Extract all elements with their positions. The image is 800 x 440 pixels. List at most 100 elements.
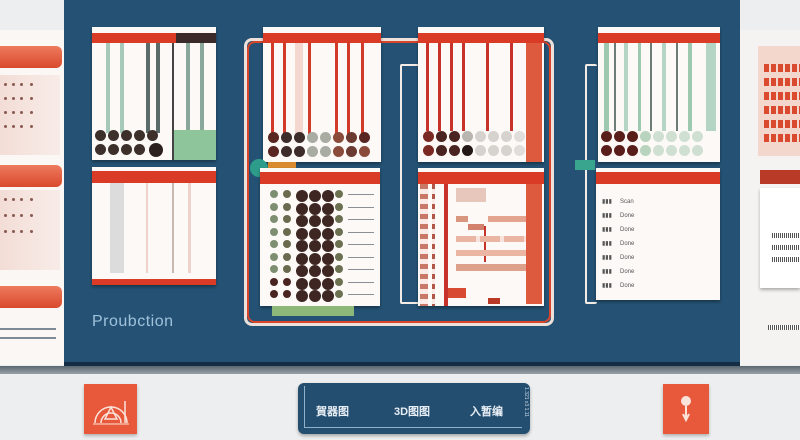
grid-circle <box>322 215 334 227</box>
grid-circle <box>309 227 321 240</box>
chart-button[interactable] <box>84 384 137 434</box>
grid-circle <box>283 265 291 273</box>
grid-circle <box>283 240 291 248</box>
grid-circle <box>296 240 308 252</box>
card-4[interactable] <box>260 168 380 306</box>
grid-circle <box>270 227 278 236</box>
connector-bracket-right <box>585 64 597 304</box>
card-8[interactable]: ▮▮▮Scan ▮▮▮Done ▮▮▮Done ▮▮▮Done ▮▮▮Done ▮▮▮Do… <box>596 168 720 300</box>
grid-circle <box>283 290 291 298</box>
grid-circle <box>296 265 308 277</box>
list-row-status: Done <box>620 283 635 289</box>
grid-circle <box>296 202 308 215</box>
grid-circle <box>335 277 343 286</box>
grid-circle <box>270 202 278 211</box>
card-4-footer-bar <box>272 306 354 316</box>
pin-button[interactable] <box>663 384 709 434</box>
grid-circle <box>296 277 308 290</box>
grid-circle <box>309 277 321 290</box>
connector-frame-outer <box>244 38 554 326</box>
left-panel-dot-grid <box>0 75 60 155</box>
grid-circle <box>335 215 343 223</box>
grid-circle <box>309 240 321 252</box>
card-2[interactable] <box>92 167 216 285</box>
grid-circle <box>309 290 321 302</box>
floor-rail <box>0 366 800 374</box>
grid-circle <box>270 277 278 286</box>
grid-circle <box>283 227 291 236</box>
card-7[interactable] <box>598 27 720 162</box>
card-1[interactable] <box>92 27 216 160</box>
card-5[interactable] <box>418 27 544 162</box>
left-panel-header-bar <box>0 46 62 68</box>
pin-icon <box>681 396 691 423</box>
left-panel-dot-grid-2 <box>0 190 60 270</box>
bottom-nav-panel: 賀器图 3D图图 入暂编 1.321 x3 1.11 <box>298 383 530 434</box>
grid-circle <box>322 252 334 265</box>
grid-circle <box>322 277 334 290</box>
grid-circle <box>322 202 334 215</box>
card-6[interactable] <box>418 168 544 306</box>
grid-circle <box>270 215 278 223</box>
grid-circle <box>283 202 291 211</box>
nav-side-text: 1.321 x3 1.11 <box>523 387 529 417</box>
card-3[interactable] <box>263 27 381 162</box>
connector-chip <box>268 162 296 172</box>
list-row-status: Done <box>620 255 635 261</box>
list-row-status: Done <box>620 241 635 247</box>
grid-circle <box>283 277 291 286</box>
connector-bracket <box>400 64 420 304</box>
left-side-panel <box>0 30 64 365</box>
list-row-status: Done <box>620 213 635 219</box>
left-panel-line <box>0 337 56 339</box>
grid-circle <box>270 265 278 273</box>
grid-circle <box>335 265 343 273</box>
grid-circle <box>270 190 278 198</box>
grid-circle <box>283 190 291 198</box>
grid-circle <box>296 215 308 227</box>
nav-item-3[interactable]: 入暂编 <box>470 406 503 418</box>
connector-frame-red <box>247 41 551 323</box>
grid-circle <box>270 290 278 298</box>
right-side-panel <box>740 30 800 365</box>
grid-circle <box>296 252 308 265</box>
grid-circle <box>309 265 321 277</box>
grid-circle <box>322 290 334 302</box>
grid-circle <box>270 252 278 261</box>
chart-arc-icon <box>92 401 129 425</box>
grid-circle <box>296 290 308 302</box>
grid-circle <box>309 190 321 202</box>
grid-circle <box>322 240 334 252</box>
grid-circle <box>322 190 334 202</box>
list-row[interactable]: ▮▮▮Scan <box>602 199 634 205</box>
grid-circle <box>335 290 343 298</box>
nav-item-1[interactable]: 賀器图 <box>316 406 349 418</box>
right-panel-card <box>760 188 800 288</box>
grid-circle <box>296 227 308 240</box>
list-row[interactable]: ▮▮▮Done <box>602 213 635 219</box>
grid-circle <box>283 252 291 261</box>
grid-circle <box>335 190 343 198</box>
grid-circle <box>309 202 321 215</box>
grid-circle <box>270 240 278 248</box>
left-panel-header-bar-2 <box>0 165 62 187</box>
list-row[interactable]: ▮▮▮Done <box>602 269 635 275</box>
grid-circle <box>335 240 343 248</box>
list-row[interactable]: ▮▮▮Done <box>602 241 635 247</box>
list-row-status: Done <box>620 269 635 275</box>
list-row[interactable]: ▮▮▮Done <box>602 283 635 289</box>
left-panel-line <box>0 328 56 330</box>
list-row-status: Done <box>620 227 635 233</box>
board-shadow <box>64 362 740 366</box>
list-row[interactable]: ▮▮▮Done <box>602 227 635 233</box>
right-panel-header <box>760 170 800 184</box>
grid-circle <box>309 215 321 227</box>
grid-circle <box>322 265 334 277</box>
grid-circle <box>296 190 308 202</box>
nav-item-2[interactable]: 3D图图 <box>394 406 431 418</box>
grid-circle <box>335 252 343 261</box>
grid-circle <box>335 202 343 211</box>
board-title: Proubction <box>92 313 174 330</box>
list-row[interactable]: ▮▮▮Done <box>602 255 635 261</box>
